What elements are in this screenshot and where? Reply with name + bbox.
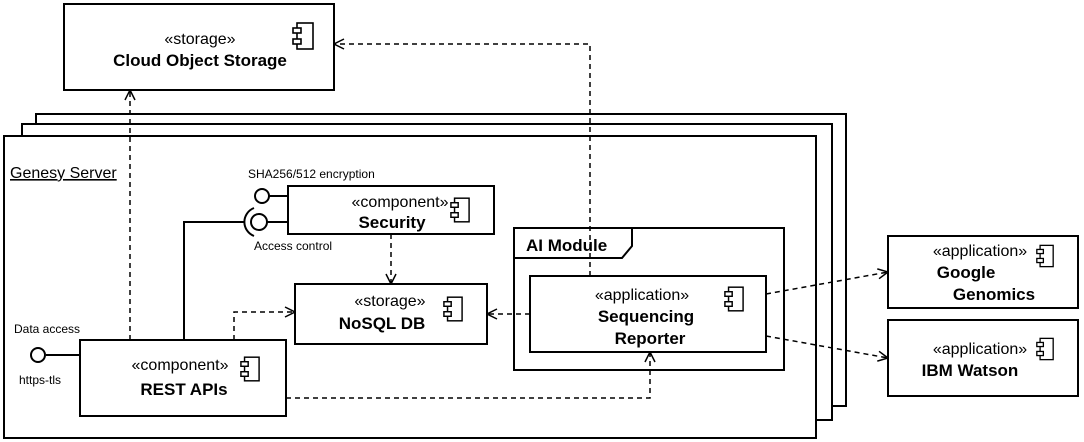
node-name: IBM Watson (922, 361, 1019, 380)
rest-to-nosql-dependency (233, 312, 295, 340)
node-name-line2: Genomics (953, 285, 1035, 304)
google-genomics-application: «application» Google Genomics (887, 235, 1079, 309)
node-name-line1: Sequencing (598, 307, 694, 326)
interface-label-data-access: Data access (14, 322, 80, 336)
nosql-db-storage: «storage» NoSQL DB (294, 283, 488, 345)
rest-apis-component: «component» REST APIs (79, 339, 287, 417)
reporter-to-ibm-dependency (765, 335, 888, 358)
provided-interface-data-access (30, 347, 46, 363)
reporter-to-google-dependency (765, 272, 888, 295)
stereotype: «storage» (164, 31, 235, 48)
stereotype: «application» (933, 341, 1027, 358)
security-interfaces: SHA256/512 encryption Access control (243, 167, 375, 253)
stereotype: «component» (352, 194, 449, 211)
node-name-line2: Reporter (615, 329, 686, 348)
cloud-object-storage-node: «storage» Cloud Object Storage (63, 3, 335, 91)
interface-label-access-control: Access control (254, 239, 332, 253)
ibm-watson-application: «application» IBM Watson (887, 319, 1079, 397)
stereotype: «component» (132, 357, 229, 374)
stereotype: «storage» (354, 293, 425, 310)
stereotype: «application» (933, 243, 1027, 260)
frame-title: AI Module (526, 236, 607, 255)
rest-to-reporter-dependency (286, 352, 650, 399)
provided-interface-encryption (254, 188, 270, 204)
rest-apis-interface: Data access https-tls (14, 322, 80, 387)
server-title: Genesy Server (10, 165, 117, 182)
sequencing-reporter-application: «application» Sequencing Reporter (529, 275, 767, 353)
provided-interface-access-control (250, 213, 268, 231)
node-name: Security (358, 213, 426, 232)
node-name-line1: Google (937, 263, 996, 282)
node-name: NoSQL DB (339, 314, 426, 333)
security-component: «component» Security (287, 185, 495, 235)
stereotype: «application» (595, 287, 689, 304)
node-name: Cloud Object Storage (113, 51, 287, 70)
interface-label-encryption: SHA256/512 encryption (248, 167, 375, 181)
rest-to-security-connector (183, 221, 244, 340)
interface-label-https-tls: https-tls (19, 373, 61, 387)
node-name: REST APIs (140, 380, 227, 399)
required-interface-socket (243, 207, 255, 237)
